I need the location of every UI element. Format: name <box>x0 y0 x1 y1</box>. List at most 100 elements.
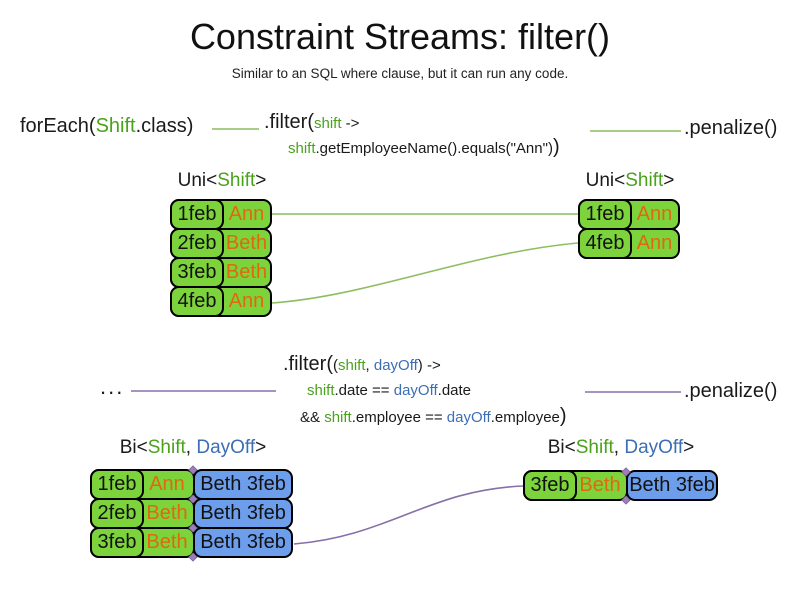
shift-employee-cell: Ann <box>228 203 265 225</box>
dayoff-cell: Beth 3feb <box>193 469 293 500</box>
label-type: Shift <box>217 170 256 191</box>
shift-pair-green: 2feb Beth <box>90 498 195 529</box>
shift-employee-cell: Ann <box>228 290 265 312</box>
penalize-expression-bottom: .penalize() <box>684 380 778 402</box>
match-line-4feb <box>271 242 579 304</box>
page-subtitle: Similar to an SQL where clause, but it c… <box>231 66 569 81</box>
filter-arrow: -> <box>341 115 360 132</box>
bi-left-table: 1feb Ann Beth 3feb 2feb Beth Beth 3feb 3… <box>90 469 293 558</box>
bi-row: 3feb Beth Beth 3feb <box>90 527 293 558</box>
label-type: Shift <box>625 170 664 191</box>
shift-date-cell: 4feb <box>170 286 224 317</box>
shift-date-cell: 1feb <box>578 199 632 230</box>
shift-date-cell: 4feb <box>578 228 632 259</box>
filter-top-line2: shift.getEmployeeName().equals("Ann")) <box>288 136 560 158</box>
shift-row: 3feb Beth <box>170 257 272 288</box>
shift-employee-cell: Ann <box>636 232 673 254</box>
uni-left-label: Uni<Shift> <box>170 170 274 192</box>
uni-right-label: Uni<Shift> <box>578 170 682 192</box>
filter-params-close: ) <box>417 357 423 374</box>
uni-right-table: 1feb Ann 4feb Ann <box>578 199 680 259</box>
dayoff-cell: Beth 3feb <box>193 527 293 558</box>
filter-open-paren: ( <box>333 357 338 374</box>
label-post: > <box>255 437 267 458</box>
uni-left-table: 1feb Ann 2feb Beth 3feb Beth 4feb Ann <box>170 199 272 317</box>
shift-pair-green: 1feb Ann <box>90 469 195 500</box>
match-line-bi <box>293 485 524 545</box>
filter-body-var: shift <box>288 140 316 157</box>
filter-bottom-line2: shift.date == dayOff.date <box>307 382 567 400</box>
label-pre: Uni< <box>177 170 218 191</box>
shift-date-cell: 1feb <box>90 469 144 500</box>
shift-row: 1feb Ann <box>578 199 680 230</box>
shift-employee-cell: Ann <box>636 203 673 225</box>
label-pre: Uni< <box>585 170 626 191</box>
filter-expression-bottom: .filter((shift, dayOff) -> shift.date ==… <box>283 352 567 427</box>
filter-close-paren: ) <box>552 136 560 158</box>
filter-arrow: -> <box>422 357 441 374</box>
label-type-shift: Shift <box>147 437 186 458</box>
shift-pair-green: 3feb Beth <box>523 470 628 501</box>
bi-right-table: 3feb Beth Beth 3feb <box>523 470 718 501</box>
dayoff-cell: Beth 3feb <box>193 498 293 529</box>
filter-bottom-line1: .filter((shift, dayOff) -> <box>283 352 567 378</box>
cond-operator: .date == <box>334 382 394 399</box>
page-title: Constraint Streams: filter() <box>189 16 611 57</box>
shift-employee-cell: Beth <box>146 531 188 553</box>
filter-param-sep: , <box>365 357 374 374</box>
label-pre: Bi< <box>119 437 148 458</box>
shift-employee-cell: Beth <box>225 232 268 254</box>
bi-row: 3feb Beth Beth 3feb <box>523 470 718 501</box>
label-post: > <box>255 170 267 191</box>
label-post: > <box>663 170 675 191</box>
shift-employee-cell: Beth <box>146 502 188 524</box>
foreach-pre: forEach( <box>20 115 96 137</box>
shift-employee-cell: Beth <box>579 474 621 496</box>
shift-row: 1feb Ann <box>170 199 272 230</box>
filter-expression-top: .filter(shift -> shift.getEmployeeName()… <box>264 110 560 158</box>
filter-head: .filter( <box>283 353 333 375</box>
shift-employee-cell: Beth <box>225 261 268 283</box>
filter-close-paren: ) <box>559 405 567 427</box>
label-type-shift: Shift <box>575 437 614 458</box>
shift-date-cell: 3feb <box>90 527 144 558</box>
dayoff-cell: Beth 3feb <box>626 470 718 501</box>
shift-date-cell: 3feb <box>170 257 224 288</box>
foreach-expression: forEach(Shift.class) <box>20 115 193 138</box>
shift-date-cell: 3feb <box>523 470 577 501</box>
filter-top-line1: .filter(shift -> <box>264 110 560 136</box>
cond-var-dayoff: dayOff <box>393 382 438 399</box>
filter-param-shift: shift <box>338 357 366 374</box>
label-type-dayoff: DayOff <box>624 437 684 458</box>
label-sep: , <box>185 437 197 458</box>
bi-row: 2feb Beth Beth 3feb <box>90 498 293 529</box>
filter-head: .filter( <box>264 111 314 133</box>
cond-field: .date <box>437 382 472 399</box>
shift-row: 2feb Beth <box>170 228 272 259</box>
shift-row: 4feb Ann <box>578 228 680 259</box>
label-pre: Bi< <box>547 437 576 458</box>
cond-var-shift: shift <box>324 409 352 426</box>
cond-var-dayoff: dayOff <box>446 409 491 426</box>
foreach-type: Shift <box>95 115 136 137</box>
filter-param-dayoff: dayOff <box>373 357 418 374</box>
bi-row: 1feb Ann Beth 3feb <box>90 469 293 500</box>
shift-pair-green: 3feb Beth <box>90 527 195 558</box>
shift-date-cell: 2feb <box>90 498 144 529</box>
shift-employee-cell: Ann <box>149 473 185 495</box>
filter-bottom-line3: && shift.employee == dayOff.employee) <box>300 405 567 427</box>
shift-row: 4feb Ann <box>170 286 272 317</box>
source-ellipsis: ... <box>100 374 125 399</box>
cond-field: .employee <box>490 409 560 426</box>
cond-and: && <box>300 409 325 426</box>
label-post: > <box>683 437 695 458</box>
shift-date-cell: 1feb <box>170 199 224 230</box>
cond-var-shift: shift <box>307 382 335 399</box>
cond-operator: .employee == <box>351 409 447 426</box>
filter-param: shift <box>314 115 342 132</box>
bi-right-label: Bi<Shift, DayOff> <box>521 437 721 459</box>
label-sep: , <box>613 437 625 458</box>
shift-date-cell: 2feb <box>170 228 224 259</box>
foreach-post: .class) <box>135 115 194 137</box>
